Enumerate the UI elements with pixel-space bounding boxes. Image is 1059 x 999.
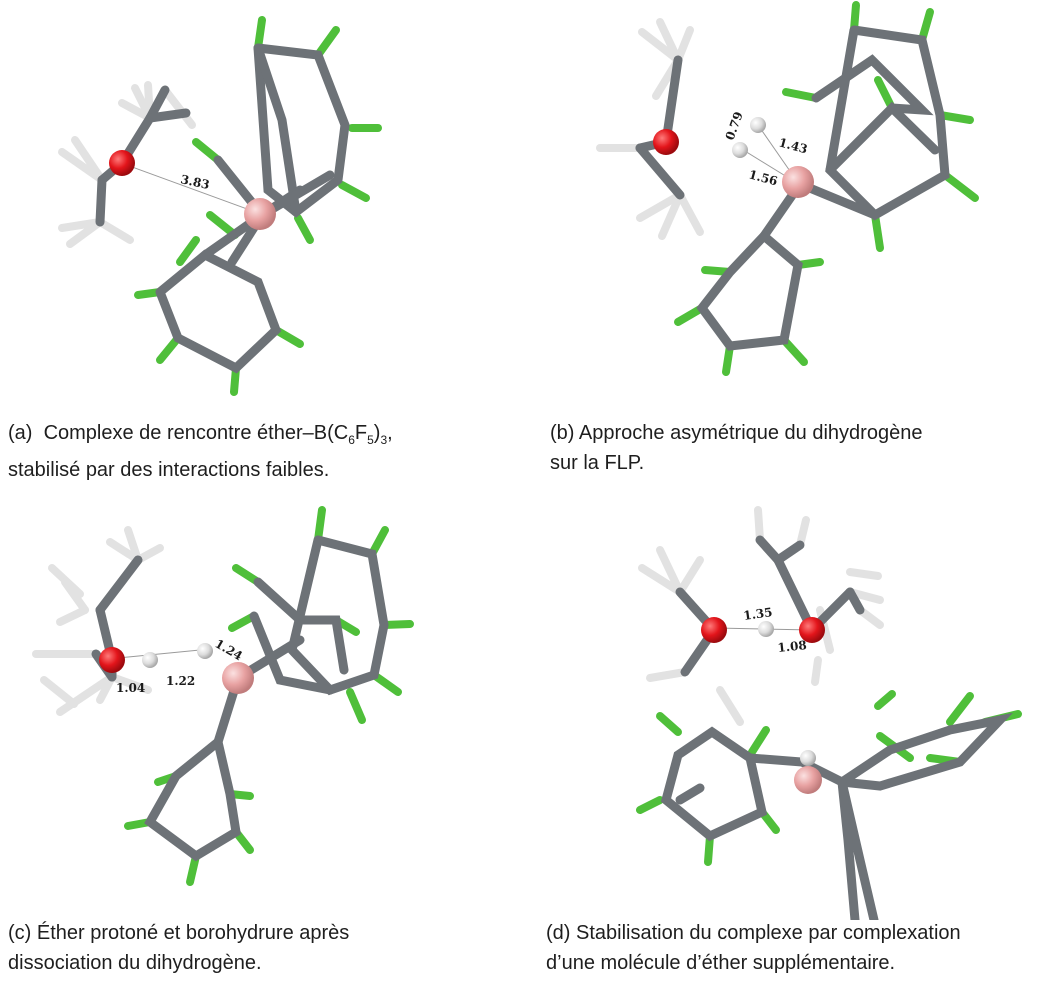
distance-label: 1.04: [116, 681, 145, 695]
distance-label: 1.22: [166, 674, 195, 688]
distance-label: 1.43: [777, 135, 809, 156]
molecule-d-image: 1.35 1.08: [636, 506, 1022, 920]
caption-c: (c) Éther protoné et borohydrure après d…: [8, 922, 350, 974]
distance-label: 0.79: [723, 110, 746, 142]
panel-d: 1.35 1.08 (d) Stabilisation du complexe …: [530, 500, 1059, 999]
caption-a: (a) Complexe de rencontre éther–B(C6F5)3…: [8, 418, 528, 485]
molecule-b-image: 0.79 1.43 1.56: [596, 1, 979, 376]
panel-c: 1.04 1.22 1.24 (c) Éther protoné et boro…: [0, 500, 530, 999]
caption-a-line2: stabilisé par des interactions faibles.: [8, 459, 330, 481]
panel-b: 0.79 1.43 1.56 (b) Approche asymétrique …: [530, 0, 1059, 500]
molecule-a-image: 3.83: [58, 16, 382, 396]
panel-a: 3.83 (a) Complexe de rencontre éther–B(C…: [0, 0, 530, 500]
molecule-c-image: 1.04 1.22 1.24: [32, 506, 414, 886]
distance-label: 1.24: [213, 636, 245, 663]
distance-label: 1.56: [747, 167, 779, 188]
caption-b: (b) Approche asymétrique du dihydrogène …: [550, 422, 923, 474]
caption-d: (d) Stabilisation du complexe par comple…: [546, 922, 961, 974]
distance-label: 1.35: [742, 605, 773, 623]
distance-label: 3.83: [179, 172, 211, 192]
distance-label: 1.08: [777, 638, 808, 655]
